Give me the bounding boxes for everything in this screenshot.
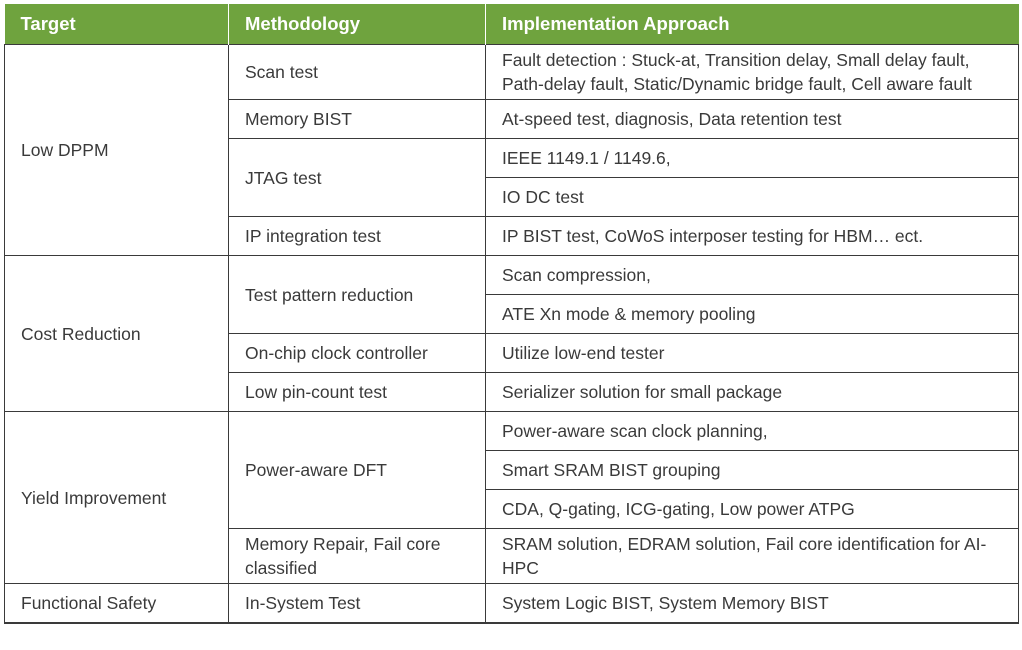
table-row: ATE Xn mode & memory pooling (5, 294, 1019, 334)
table-row: Low DPPM Scan test Fault detection : Stu… (4, 44, 1019, 256)
target-cell: Low DPPM (4, 44, 229, 256)
table-header: Target Methodology Implementation Approa… (4, 4, 1019, 45)
impl-cell: Fault detection : Stuck-at, Transition d… (485, 44, 1019, 100)
table-row: Smart SRAM BIST grouping (5, 450, 1019, 490)
impl-cell: Power-aware scan clock planning, (485, 411, 1019, 451)
impl-cell: ATE Xn mode & memory pooling (485, 294, 1019, 334)
table-row: Yield Improvement Power-aware DFT Power-… (4, 411, 1019, 584)
impl-cell: SRAM solution, EDRAM solution, Fail core… (485, 528, 1019, 584)
impl-cell: Serializer solution for small package (485, 372, 1019, 412)
table-row: CDA, Q-gating, ICG-gating, Low power ATP… (5, 489, 1019, 529)
impl-cell: At-speed test, diagnosis, Data retention… (485, 99, 1019, 139)
table-row: Cost Reduction Test pattern reduction Sc… (4, 255, 1019, 412)
table-row: Low pin-count test Serializer solution f… (5, 372, 1019, 412)
dft-strategy-table: Target Methodology Implementation Approa… (4, 4, 1019, 624)
target-cell: Functional Safety (4, 583, 229, 624)
table-row: Memory Repair, Fail core classified SRAM… (5, 528, 1019, 584)
header-row: Target Methodology Implementation Approa… (4, 4, 1019, 45)
method-cell: IP integration test (228, 216, 486, 256)
header-target: Target (4, 4, 229, 45)
impl-cell: CDA, Q-gating, ICG-gating, Low power ATP… (485, 489, 1019, 529)
impl-cell: Utilize low-end tester (485, 333, 1019, 373)
header-methodology: Methodology (228, 4, 486, 45)
method-cell: Scan test (228, 44, 486, 100)
method-cell: Low pin-count test (228, 372, 486, 412)
impl-cell: System Logic BIST, System Memory BIST (485, 583, 1019, 624)
method-cell: On-chip clock controller (228, 333, 486, 373)
target-cell: Yield Improvement (4, 411, 229, 584)
impl-cell: Scan compression, (485, 255, 1019, 295)
method-cell: Memory BIST (228, 99, 486, 139)
table-body: Low DPPM Scan test Fault detection : Stu… (4, 44, 1019, 624)
method-cell: In-System Test (228, 583, 486, 624)
method-cell: JTAG test (228, 138, 486, 217)
impl-cell: IP BIST test, CoWoS interposer testing f… (485, 216, 1019, 256)
impl-cell: IO DC test (485, 177, 1019, 217)
impl-cell: IEEE 1149.1 / 1149.6, (485, 138, 1019, 178)
table-row: Functional Safety In-System Test System … (4, 583, 1019, 624)
table-row: IP integration test IP BIST test, CoWoS … (5, 216, 1019, 256)
method-cell: Memory Repair, Fail core classified (228, 528, 486, 584)
method-cell: Test pattern reduction (228, 255, 486, 334)
impl-cell: Smart SRAM BIST grouping (485, 450, 1019, 490)
table-row: On-chip clock controller Utilize low-end… (5, 333, 1019, 373)
method-cell: Power-aware DFT (228, 411, 486, 529)
target-cell: Cost Reduction (4, 255, 229, 412)
header-implementation: Implementation Approach (485, 4, 1019, 45)
table-row: Memory BIST At-speed test, diagnosis, Da… (5, 99, 1019, 139)
